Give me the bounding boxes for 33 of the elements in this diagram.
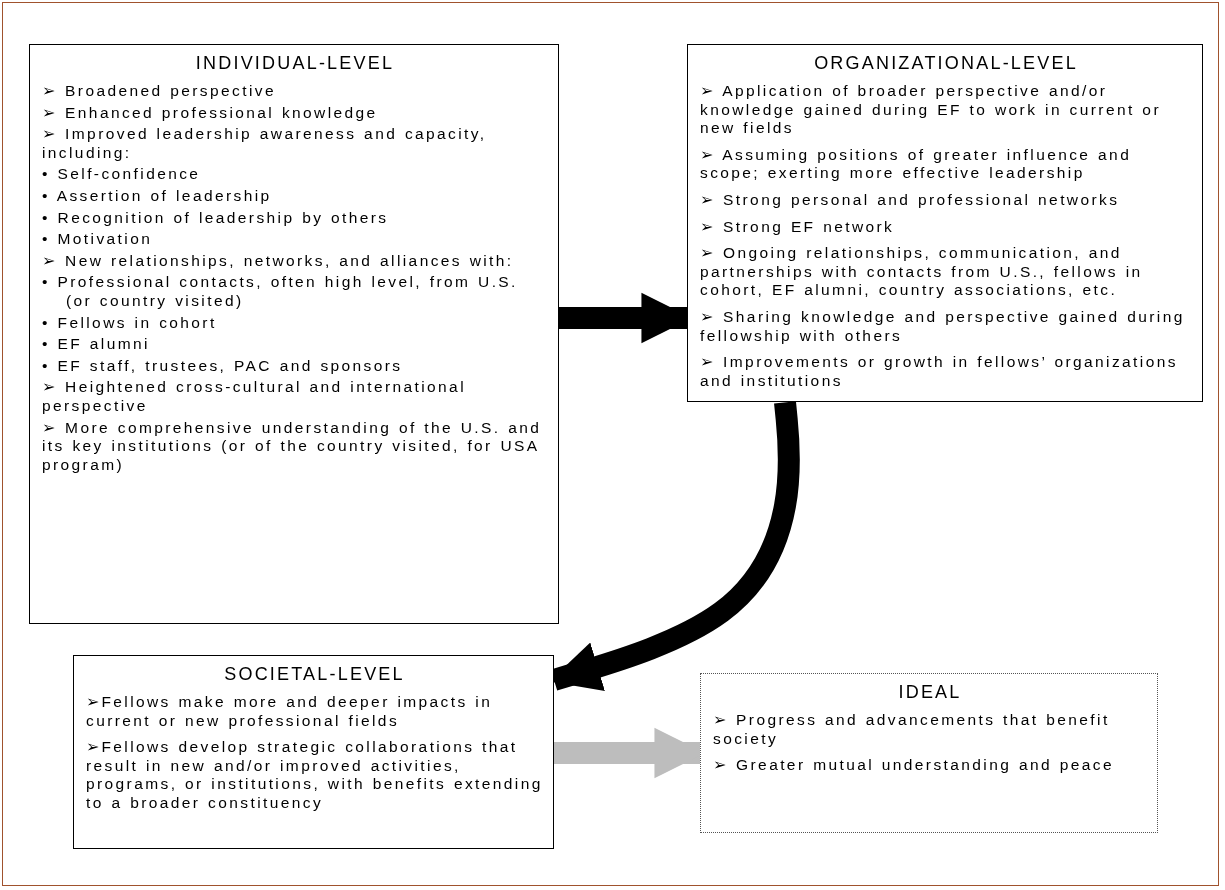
arrow-bullet-item: ➢ Improvements or growth in fellows’ organizations and institutions xyxy=(700,353,1179,391)
bullet-item: • EF staff, trustees, PAC and sponsors xyxy=(42,356,404,376)
bullet-item: • Fellows in cohort xyxy=(42,313,218,333)
arrow-bullet-item: ➢ Sharing knowledge and perspective gained during fellowship with others xyxy=(700,307,1186,346)
arrow-bullet-item: ➢ New relationships, networks, and alliances with: xyxy=(42,251,515,271)
arrow-bullet-item: ➢ More comprehensive understanding of the U.S. and its key institutions (or of the country visited, for USA program) xyxy=(42,418,543,475)
bullet-item: • Professional contacts, often high level, from U.S. (or country visited) xyxy=(42,273,519,311)
bullet-item: • Motivation xyxy=(42,230,154,249)
level-heading: INDIVIDUAL-LEVEL xyxy=(194,53,396,74)
level-box xyxy=(29,44,559,624)
arrow-bullet-item: ➢ Ongoing relationships, communication, and partnerships with contacts from U.S., fellows in cohort, EF alumni, country associations, etc. xyxy=(700,244,1144,300)
bullet-item: • Assertion of leadership xyxy=(42,186,273,206)
arrow-bullet-item: ➢ Enhanced professional knowledge xyxy=(42,103,379,123)
bullet-item: • Self-confidence xyxy=(42,165,202,184)
arrow-bullet-item: ➢ Broadened perspective xyxy=(42,82,277,101)
level-heading: SOCIETAL-LEVEL xyxy=(223,664,406,685)
arrow-bullet-item: ➢ Strong EF network xyxy=(700,217,896,237)
level-box xyxy=(700,673,1158,833)
level-box xyxy=(687,44,1203,403)
arrow-bullet-item: ➢ Application of broader perspective and/or knowledge gained during EF to work in current or new fields xyxy=(700,82,1162,138)
arrow-bullet-item: ➢Fellows make more and deeper impacts in current or new professional fields xyxy=(86,693,494,731)
arrow-bullet-item: ➢ Greater mutual understanding and peace xyxy=(713,756,1115,775)
level-heading: IDEAL xyxy=(897,682,963,703)
arrow-bullet-item: ➢Fellows develop strategic collaborations that result in new and/or improved activities, programs, or institutions, with benefits extending to a broader constituency xyxy=(86,738,543,813)
arrow-bullet-item: ➢ Assuming positions of greater influence and scope; exerting more effective leadership xyxy=(700,145,1133,183)
bullet-item: • Recognition of leadership by others xyxy=(42,208,390,228)
arrow-bullet-item: ➢ Strong personal and professional networks xyxy=(700,190,1121,210)
arrow-bullet-item: ➢ Improved leadership awareness and capacity, including: xyxy=(42,125,488,163)
level-heading: ORGANIZATIONAL-LEVEL xyxy=(813,53,1079,74)
arrow-bullet-item: ➢ Progress and advancements that benefit society xyxy=(713,711,1111,749)
level-box xyxy=(73,655,554,849)
arrow-bullet-item: ➢ Heightened cross-cultural and international perspective xyxy=(42,378,467,416)
bullet-item: • EF alumni xyxy=(42,335,151,354)
